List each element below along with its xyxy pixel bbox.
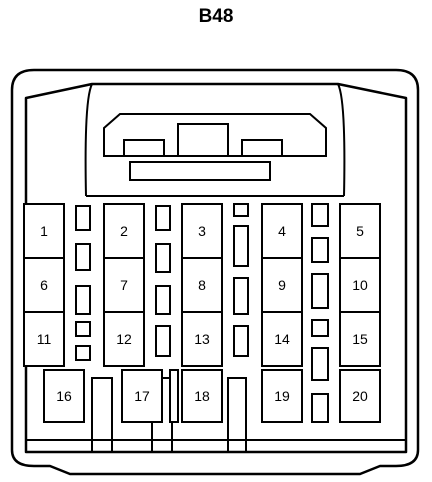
aux-slots (75, 203, 329, 423)
pin-label-14: 14 (274, 331, 290, 347)
aux-slot (155, 285, 171, 315)
aux-slot (75, 345, 91, 361)
pin-cell-17 (121, 369, 163, 423)
pin-cell-10 (339, 257, 381, 313)
aux-slot (155, 205, 171, 231)
aux-slot (311, 347, 329, 381)
aux-slot (311, 237, 329, 263)
pin-cell-18 (181, 369, 223, 423)
pin-label-15: 15 (352, 331, 368, 347)
pin-cell-8 (181, 257, 223, 313)
pin-cell-7 (103, 257, 145, 313)
aux-slot (75, 285, 91, 315)
pin-cell-19 (261, 369, 303, 423)
pin-label-11: 11 (37, 331, 52, 347)
latch-slot (129, 161, 271, 181)
aux-slot (155, 243, 171, 273)
pin-label-5: 5 (356, 223, 364, 239)
connector-housing (10, 68, 420, 476)
aux-slot (233, 277, 249, 315)
aux-slot (233, 203, 249, 217)
pin-label-8: 8 (198, 277, 206, 293)
pin-cell-14 (261, 311, 303, 367)
pin-label-1: 1 (40, 223, 48, 239)
aux-slot (75, 321, 91, 337)
pin-label-19: 19 (274, 388, 290, 404)
pin-label-7: 7 (120, 277, 128, 293)
aux-slot (311, 273, 329, 309)
pin-label-12: 12 (116, 331, 132, 347)
pin-cell-16 (43, 369, 85, 423)
connector-inner-top (84, 83, 346, 197)
latch-tab (177, 123, 229, 157)
connector-title: B48 (198, 6, 234, 27)
pin-label-4: 4 (278, 223, 286, 239)
pin-label-18: 18 (194, 388, 210, 404)
pin-cell-13 (181, 311, 223, 367)
pin-label-10: 10 (352, 277, 368, 293)
pin-cell-2 (103, 203, 145, 259)
pin-cell-15 (339, 311, 381, 367)
aux-slot (155, 325, 171, 357)
aux-slot (311, 393, 329, 423)
pin-cell-12 (103, 311, 145, 367)
aux-slot (75, 205, 91, 231)
pin-label-6: 6 (40, 277, 48, 293)
pin-cell-6 (23, 257, 65, 313)
pin-label-9: 9 (278, 277, 286, 293)
latch-frame (103, 113, 327, 157)
pin-label-2: 2 (120, 223, 128, 239)
aux-slot (311, 319, 329, 337)
pin-cell-1 (23, 203, 65, 259)
pin-label-3: 3 (198, 223, 206, 239)
latch-right-block (241, 139, 283, 157)
pin-label-16: 16 (56, 388, 72, 404)
aux-slot (233, 325, 249, 357)
pin-label-20: 20 (352, 388, 368, 404)
latch-left-block (123, 139, 165, 157)
aux-slot (233, 225, 249, 267)
aux-slot (75, 243, 91, 271)
pin-label-13: 13 (194, 331, 210, 347)
aux-slot (169, 369, 179, 423)
pin-label-17: 17 (134, 388, 150, 404)
aux-slot (311, 203, 329, 227)
pin-cell-20 (339, 369, 381, 423)
pin-cell-11 (23, 311, 65, 367)
